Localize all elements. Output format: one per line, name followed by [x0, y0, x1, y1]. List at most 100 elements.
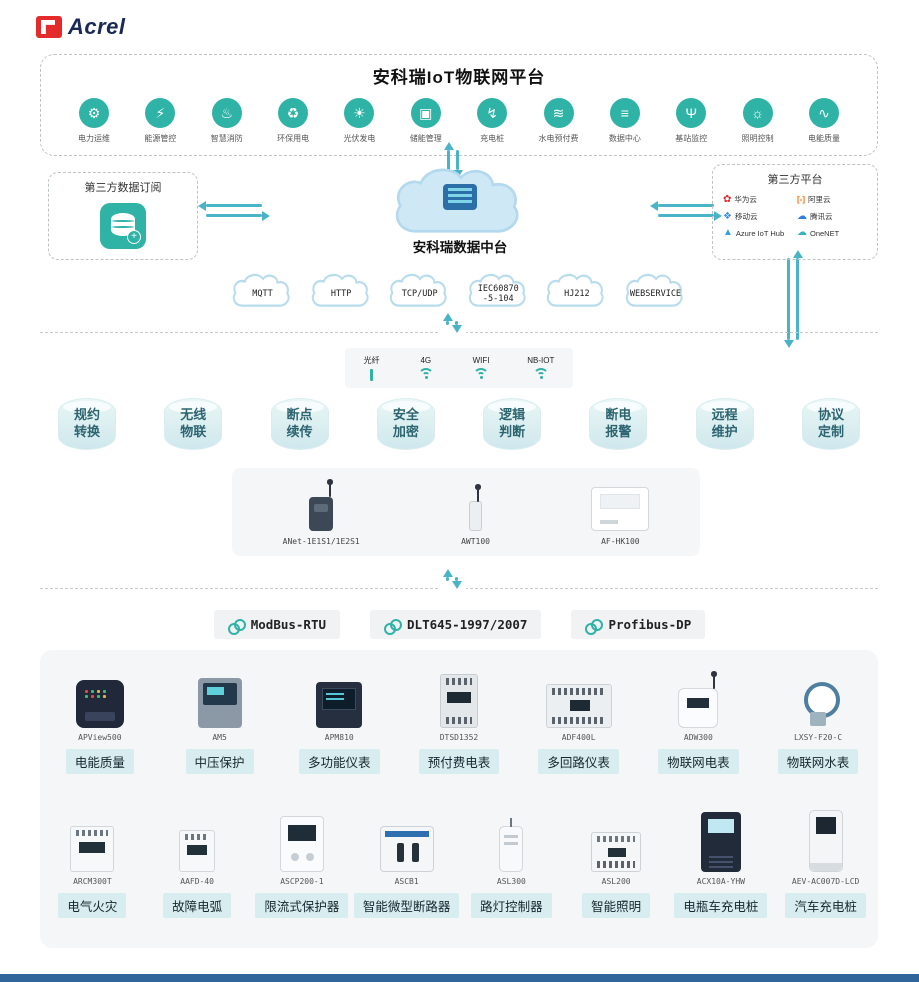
solar-icon: ☀ — [344, 98, 375, 128]
conn-label: NB-IOT — [527, 355, 555, 365]
aev-charger-image — [808, 810, 843, 872]
data-middle-platform: 安科瑞数据中台 — [372, 164, 548, 264]
smart-fire-icon: ♨ — [211, 98, 242, 128]
antenna-icon — [711, 671, 717, 689]
platform-tencent-cloud: ☁腾讯云 — [797, 211, 867, 222]
dtsd1352-image — [439, 674, 478, 728]
capability-custom-protocol: 协议定制 — [801, 398, 860, 450]
app-label: 电能质量 — [807, 134, 840, 143]
cloud-shape — [547, 273, 604, 307]
database-subscribe-icon: + — [100, 203, 146, 249]
gateway-box: ANet-1E1S1/1E2S1 AWT100 AF-HK100 — [232, 468, 700, 556]
device-model: ASL300 — [496, 877, 526, 886]
protocol-label: HTTP — [330, 288, 352, 299]
protocol-label: MQTT — [252, 288, 273, 299]
app-label: 电力运维 — [78, 134, 110, 143]
anet-device-image — [309, 479, 334, 531]
field-protocol-label: ModBus-RTU — [250, 617, 327, 632]
asl300-image — [499, 818, 524, 872]
app-green-power: ♻ 环保用电 — [264, 98, 322, 144]
green-power-icon: ♻ — [278, 98, 309, 128]
cloud-shape — [232, 273, 290, 307]
device-model: ADW300 — [683, 733, 713, 742]
third-party-logos: ✿华为云 [-]阿里云 ❖移动云 ☁腾讯云 ▲Azure IoT Hub ☁On… — [713, 187, 877, 238]
field-protocol-label: Profibus-DP — [608, 617, 692, 632]
huawei-cloud-icon: ✿ — [723, 193, 732, 205]
antenna-icon — [327, 479, 333, 497]
app-label: 环保用电 — [277, 134, 310, 143]
datacenter-icon: ≡ — [609, 98, 640, 128]
wifi-icon — [417, 367, 435, 381]
leftright-arrow-left — [198, 200, 270, 221]
field-protocol-label: DLT645-1997/2007 — [407, 617, 528, 632]
capability-wireless-iot: 无线物联 — [164, 398, 223, 450]
device-tag: 故障电弧 — [163, 893, 232, 918]
platform-box-title: 第三方平台 — [767, 174, 823, 186]
cloud-shape — [625, 273, 683, 307]
capability-label: 安全加密 — [392, 407, 419, 439]
protocol-iec60870: IEC60870 -5-104 — [462, 272, 535, 312]
app-label: 数据中心 — [608, 134, 641, 143]
device-tag: 限流式保护器 — [255, 893, 349, 918]
conn-label: WIFI — [472, 355, 490, 365]
device-model: ASCB1 — [394, 877, 419, 886]
plus-badge-icon: + — [127, 230, 141, 244]
protocol-webservice: WEBSERVICE — [619, 272, 692, 312]
chip-dlt645: DLT645-1997/2007 — [370, 610, 542, 639]
adf400l-image — [545, 684, 612, 728]
app-label: 光伏发电 — [343, 134, 376, 143]
app-charging-pile: ↯充电桩 — [463, 98, 521, 144]
prepaid-icon: ≋ — [543, 98, 574, 128]
chip-modbus-rtu: ModBus-RTU — [213, 610, 341, 639]
protocol-label: TCP/UDP — [401, 288, 438, 299]
device-tag: 电能质量 — [65, 749, 134, 774]
leftright-arrow-right — [650, 200, 722, 221]
updown-arrow-middle — [438, 312, 466, 334]
app-label: 充电桩 — [480, 134, 505, 143]
app-label: 水电预付费 — [538, 134, 579, 143]
antenna-icon — [475, 484, 480, 502]
gateway-afhk100: AF-HK100 — [591, 487, 650, 546]
am5-image — [197, 678, 242, 728]
device-model: ASCP200-1 — [280, 877, 324, 886]
cloud-shape — [390, 273, 447, 307]
device-tag: 物联网水表 — [777, 749, 859, 774]
capability-label: 规约转换 — [73, 407, 100, 439]
afhk100-device-image — [591, 487, 650, 531]
app-smart-fire: ♨智慧消防 — [198, 98, 256, 144]
platform-name: Azure IoT Hub — [735, 228, 785, 238]
device-tag: 多功能仪表 — [298, 749, 380, 774]
subscription-box-title: 第三方数据订阅 — [84, 182, 162, 194]
conn-wifi: WIFI — [472, 356, 490, 381]
device-ascp200: ASCP200-1 限流式保护器 — [250, 810, 354, 918]
tencent-cloud-icon: ☁ — [797, 210, 807, 222]
device-tag: 电气火灾 — [58, 893, 127, 918]
apview500-image — [75, 680, 124, 728]
device-tag: 中压保护 — [185, 749, 254, 774]
cloud-shape — [468, 273, 526, 307]
iot-platform-box: 安科瑞IoT物联网平台 ⚙电力运维 ⚡能源管控 ♨智慧消防 ♻环保用电 ☀光伏发… — [40, 54, 878, 156]
third-party-subscription-box: 第三方数据订阅 + — [48, 172, 198, 260]
chip-profibus-dp: Profibus-DP — [571, 610, 706, 639]
acrel-logo-text: Acrel — [68, 14, 126, 39]
ascb1-image — [379, 826, 434, 872]
ali-cloud-icon: [-] — [797, 194, 805, 204]
acx10a-image — [700, 812, 741, 872]
mobile-cloud-icon: ❖ — [723, 210, 732, 222]
device-model: ASL200 — [601, 877, 631, 886]
app-label: 能源管控 — [144, 134, 177, 143]
connectivity-bar: 光纤 4G WIFI NB-IOT — [345, 348, 573, 388]
protocol-mqtt: MQTT — [226, 272, 299, 312]
capability-logic-judgement: 逻辑判断 — [483, 398, 542, 450]
